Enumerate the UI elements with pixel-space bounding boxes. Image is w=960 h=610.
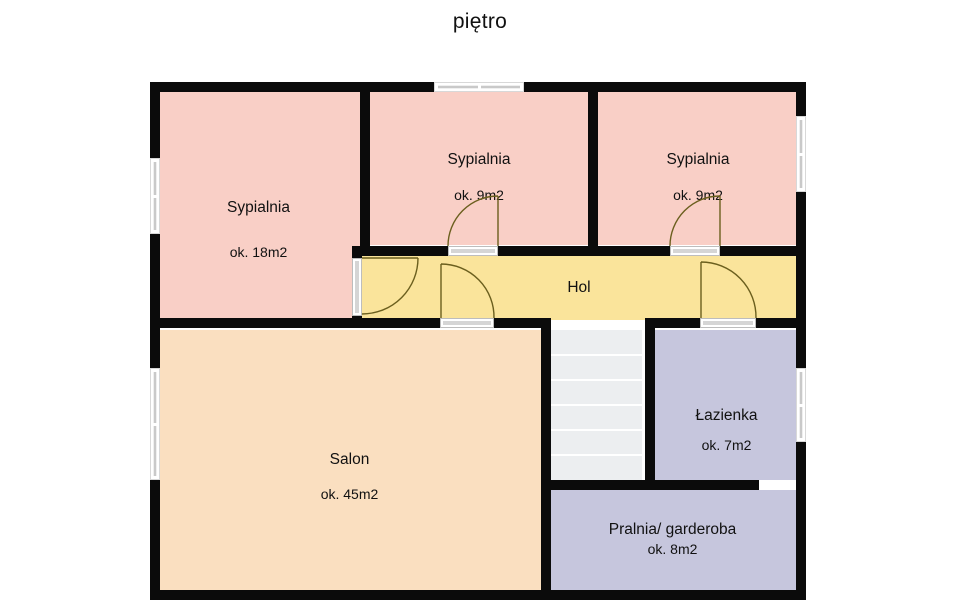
room-bedroom-middle: Sypialnia ok. 9m2 — [370, 90, 588, 245]
window-left-living — [150, 368, 160, 480]
door-panel — [703, 321, 753, 325]
wall-bedrooms-to-hall — [360, 246, 806, 256]
room-bathroom-area: ok. 7m2 — [701, 437, 752, 453]
door-bedroom-middle-swing-arc — [447, 195, 499, 247]
door-living-room — [440, 318, 494, 328]
room-living-room-area: ok. 45m2 — [320, 486, 379, 502]
stair-tread — [551, 404, 642, 406]
window-right-bedroom — [796, 116, 806, 192]
window-top-middle — [434, 82, 524, 92]
wall-exterior-right-lower — [796, 320, 806, 600]
room-bedroom-right: Sypialnia ok. 9m2 — [598, 90, 798, 245]
room-laundry-wardrobe-name: Pralnia/ garderoba — [608, 521, 737, 538]
room-living-room-name: Salon — [329, 451, 370, 468]
room-bathroom: Łazienka ok. 7m2 — [655, 330, 798, 480]
window-mullion — [152, 194, 158, 198]
room-bedroom-right-area: ok. 9m2 — [673, 187, 723, 203]
window-mullion — [477, 84, 481, 90]
door-panel — [443, 321, 491, 325]
room-bedroom-left: Sypialnia ok. 18m2 — [157, 90, 360, 318]
room-bedroom-left-area: ok. 18m2 — [229, 244, 288, 260]
wall-staircase-to-laundry — [541, 480, 759, 490]
door-bedroom-right — [670, 246, 720, 256]
stair-tread — [551, 354, 642, 356]
door-panel — [355, 261, 359, 313]
stair-tread — [551, 429, 642, 431]
room-bedroom-middle-area: ok. 9m2 — [454, 187, 504, 203]
room-bathroom-name: Łazienka — [695, 407, 758, 424]
window-mullion — [798, 152, 804, 156]
door-bathroom-swing-arc — [700, 261, 757, 319]
room-laundry-wardrobe: Pralnia/ garderoba ok. 8m2 — [547, 490, 798, 600]
window-left-bedroom — [150, 158, 160, 234]
wall-staircase-to-bathroom — [645, 318, 655, 490]
room-hall-name: Hol — [567, 279, 591, 296]
door-bedroom-right-swing-arc — [669, 195, 721, 247]
room-bedroom-left-name: Sypialnia — [227, 199, 290, 216]
door-bathroom — [700, 318, 756, 328]
staircase — [551, 330, 642, 480]
room-laundry-wardrobe-area: ok. 8m2 — [647, 541, 698, 557]
wall-hall-west-end — [352, 246, 362, 258]
door-living-room-swing-arc — [440, 263, 495, 319]
room-bedroom-middle-name: Sypialnia — [447, 151, 511, 168]
window-mullion — [152, 422, 158, 426]
wall-between-bedroom-left-and-middle — [360, 82, 370, 256]
wall-exterior-bottom — [150, 590, 806, 600]
wall-exterior-right-upper — [796, 82, 806, 320]
door-bedroom-middle — [448, 246, 498, 256]
door-panel — [673, 249, 717, 253]
window-mullion — [798, 403, 804, 407]
wall-between-bedroom-middle-and-right — [588, 82, 598, 256]
wall-living-room-to-staircase — [541, 318, 551, 600]
room-living-room: Salon ok. 45m2 — [157, 330, 542, 600]
window-right-bathroom — [796, 368, 806, 442]
page-title: piętro — [452, 10, 508, 33]
stair-tread — [551, 379, 642, 381]
door-bedroom-left — [352, 258, 362, 316]
wall-hall-to-living-room — [150, 318, 550, 328]
room-bedroom-right-name: Sypialnia — [666, 151, 730, 168]
stair-tread — [551, 454, 642, 456]
door-bedroom-left-swing-arc — [361, 257, 419, 315]
door-panel — [451, 249, 495, 253]
